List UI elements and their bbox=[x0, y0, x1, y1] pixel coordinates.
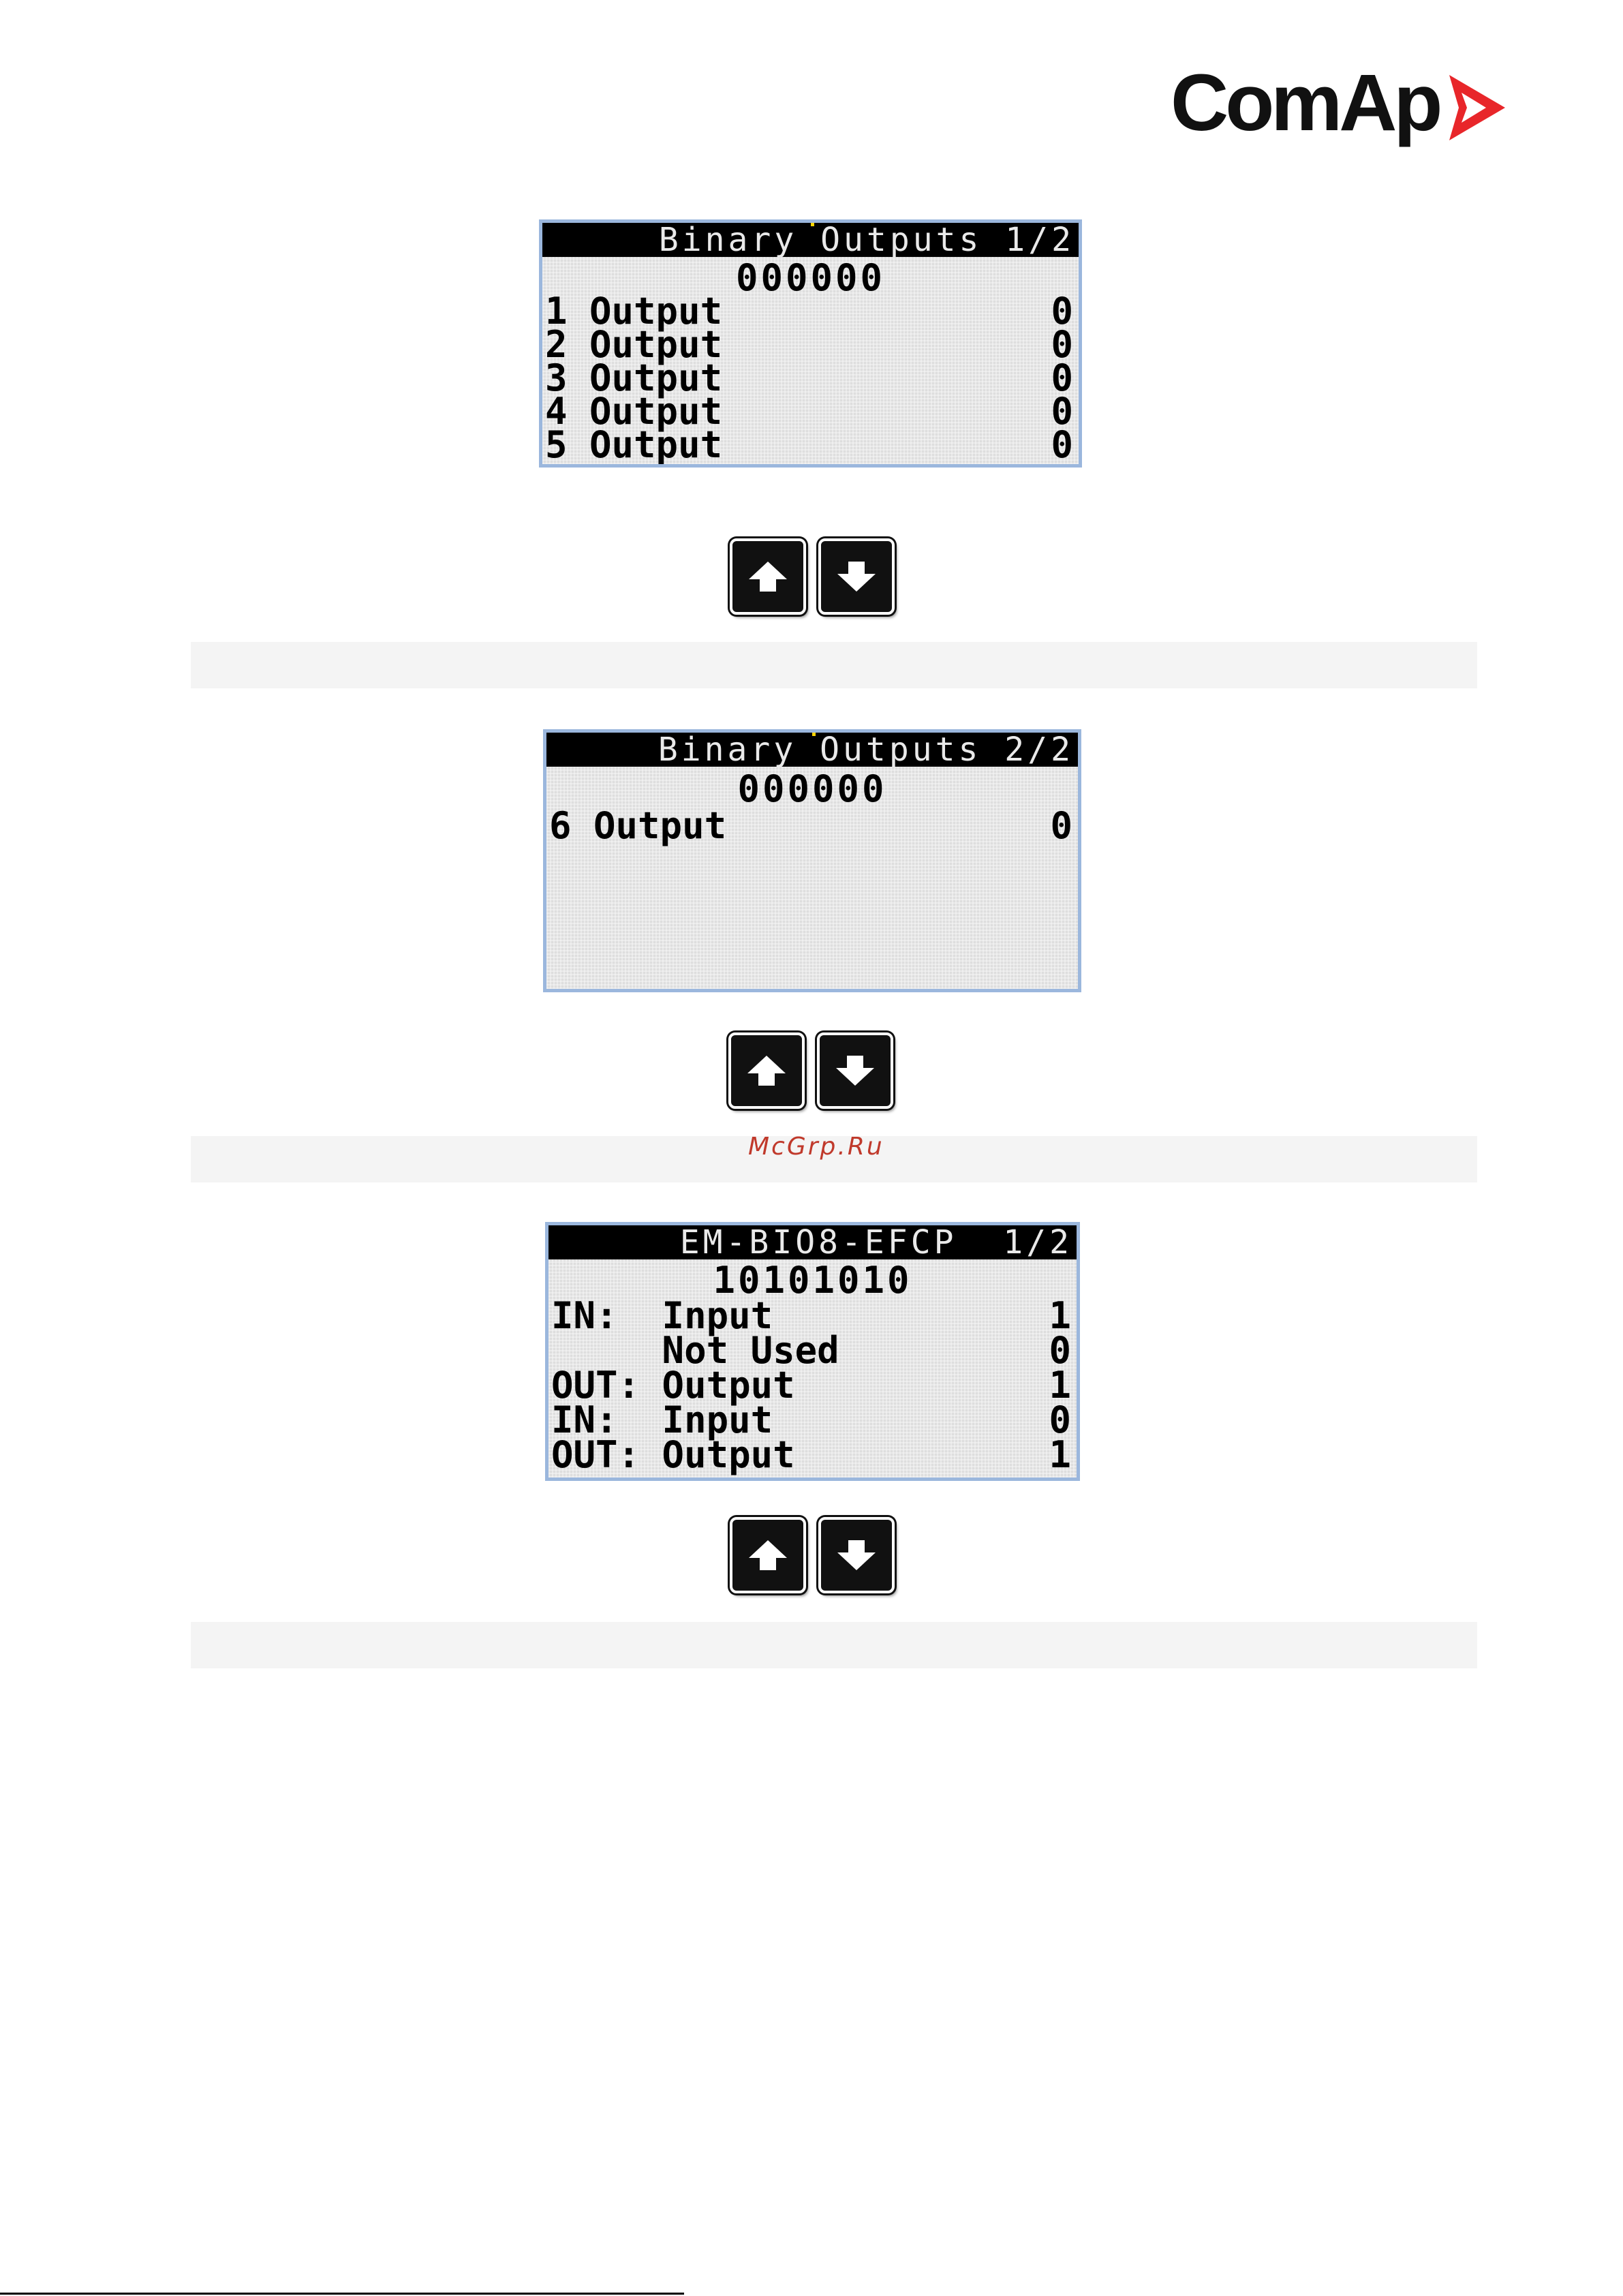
row-value: 0 bbox=[1051, 428, 1073, 462]
footer-divider bbox=[0, 2293, 684, 2295]
row-label: 6 Output bbox=[549, 809, 726, 843]
lcd-row: OUT: Output 1 bbox=[551, 1438, 1071, 1472]
row-value: 1 bbox=[1049, 1299, 1071, 1333]
caption-strip bbox=[191, 642, 1477, 688]
arrow-down-icon bbox=[836, 560, 877, 593]
lcd-title-text: Binary Outputs 1/2 bbox=[659, 221, 1075, 259]
row-label: IN: Input bbox=[551, 1403, 773, 1437]
row-label: 5 Output bbox=[545, 428, 722, 462]
row-label: Not Used bbox=[551, 1334, 839, 1368]
row-value: 0 bbox=[1049, 1334, 1071, 1368]
lcd-status-code: 10101010 bbox=[548, 1264, 1077, 1298]
scroll-down-button[interactable] bbox=[817, 1032, 893, 1109]
logo-text: ComAp bbox=[1171, 63, 1440, 143]
arrow-up-icon bbox=[747, 1539, 788, 1572]
row-label: OUT: Output bbox=[551, 1438, 795, 1472]
caption-strip bbox=[191, 1622, 1477, 1668]
lcd-status-code: 000000 bbox=[546, 772, 1078, 806]
comap-logo: ComAp bbox=[1171, 59, 1509, 147]
lcd-title: EM-BIO8-EFCP 1/2 bbox=[548, 1225, 1077, 1259]
arrow-down-icon bbox=[836, 1539, 877, 1572]
watermark-text: McGrp.Ru bbox=[748, 1133, 884, 1161]
lcd-row: Not Used 0 bbox=[551, 1334, 1071, 1368]
row-value: 0 bbox=[1049, 1403, 1071, 1437]
scroll-down-button[interactable] bbox=[818, 538, 895, 615]
arrow-up-icon bbox=[746, 1054, 787, 1087]
lcd-row: IN: Input 0 bbox=[551, 1403, 1071, 1437]
comap-play-icon bbox=[1444, 72, 1509, 143]
lcd-row: 6 Output 0 bbox=[549, 809, 1072, 843]
lcd-title-text: Binary Outputs 2/2 bbox=[658, 731, 1074, 769]
lcd-screen-em-bio8-efcp: EM-BIO8-EFCP 1/2 10101010 IN: Input 1 Not… bbox=[545, 1222, 1080, 1481]
row-value: 0 bbox=[1050, 809, 1072, 843]
row-value: 1 bbox=[1049, 1368, 1071, 1403]
row-label: IN: Input bbox=[551, 1299, 773, 1333]
lcd-title-text: EM-BIO8-EFCP 1/2 bbox=[680, 1223, 1072, 1261]
arrow-up-icon bbox=[747, 560, 788, 593]
scroll-up-button[interactable] bbox=[730, 538, 806, 615]
row-label: OUT: Output bbox=[551, 1368, 795, 1403]
scroll-up-button[interactable] bbox=[730, 1517, 806, 1593]
lcd-row: 5 Output 0 bbox=[545, 428, 1073, 462]
row-value: 1 bbox=[1049, 1438, 1071, 1472]
scroll-up-button[interactable] bbox=[728, 1032, 805, 1109]
scroll-down-button[interactable] bbox=[818, 1517, 895, 1593]
lcd-row: OUT: Output 1 bbox=[551, 1368, 1071, 1403]
lcd-title: Binary Outputs 2/2 bbox=[546, 733, 1078, 767]
lcd-screen-binary-outputs-2: Binary Outputs 2/2 000000 6 Output 0 bbox=[543, 729, 1081, 992]
lcd-title: Binary Outputs 1/2 bbox=[542, 223, 1079, 257]
lcd-row: IN: Input 1 bbox=[551, 1299, 1071, 1333]
arrow-down-icon bbox=[835, 1054, 876, 1087]
